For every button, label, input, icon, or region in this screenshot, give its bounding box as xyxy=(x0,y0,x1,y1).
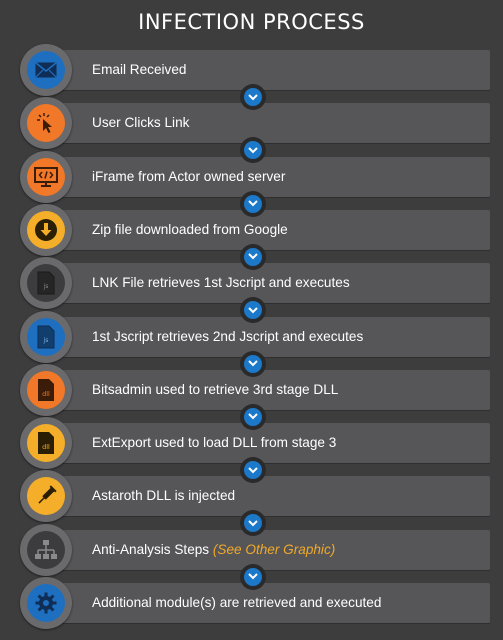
chevron-down-icon xyxy=(240,243,266,270)
step-icon-badge xyxy=(20,470,72,523)
chevron-down-icon xyxy=(240,510,266,537)
step-icon-badge xyxy=(20,577,72,629)
step-icon-badge: js xyxy=(20,310,72,363)
network-hierarchy-icon xyxy=(27,530,65,569)
step-label: 1st Jscript retrieves 2nd Jscript and ex… xyxy=(92,328,364,344)
chevron-down-icon xyxy=(240,190,266,217)
step-bar xyxy=(50,316,490,358)
step-icon-badge: dll xyxy=(20,363,72,416)
step-lnk-file: LNK File retrieves 1st Jscript and execu… xyxy=(0,256,503,310)
cursor-click-icon xyxy=(27,104,65,143)
step-icon-badge xyxy=(20,44,72,96)
chevron-down-icon xyxy=(240,297,266,324)
step-bitsadmin: Bitsadmin used to retrieve 3rd stage DLL… xyxy=(0,363,503,416)
step-bar xyxy=(50,529,490,571)
svg-text:js: js xyxy=(43,337,49,344)
step-label: LNK File retrieves 1st Jscript and execu… xyxy=(92,275,350,291)
step-user-clicks-link: User Clicks Link xyxy=(0,96,503,150)
step-label: Bitsadmin used to retrieve 3rd stage DLL xyxy=(92,381,339,397)
chevron-down-icon xyxy=(240,457,266,484)
js-file-icon: js xyxy=(27,317,65,356)
envelope-icon xyxy=(27,51,65,89)
download-icon xyxy=(27,210,65,249)
step-icon-badge: dll xyxy=(20,417,72,470)
chevron-down-icon xyxy=(240,84,266,110)
step-bar xyxy=(50,476,490,518)
step-label: Anti-Analysis Steps (See Other Graphic) xyxy=(92,530,335,570)
step-label: Zip file downloaded from Google xyxy=(92,221,288,237)
step-icon-badge xyxy=(20,97,72,150)
step-additional-modules: Additional module(s) are retrieved and e… xyxy=(0,576,503,629)
step-extexport: ExtExport used to load DLL from stage 3 … xyxy=(0,416,503,470)
step-bar xyxy=(50,263,490,305)
step-icon-badge xyxy=(20,150,72,203)
step-label: Astaroth DLL is injected xyxy=(92,488,236,504)
step-bar xyxy=(50,156,490,198)
step-label: ExtExport used to load DLL from stage 3 xyxy=(92,435,337,451)
syringe-icon xyxy=(27,477,65,516)
svg-text:js: js xyxy=(43,283,49,290)
step-bar xyxy=(50,209,490,251)
svg-text:dll: dll xyxy=(42,390,50,398)
gear-icon xyxy=(27,584,65,622)
step-label: User Clicks Link xyxy=(92,115,190,131)
step-bar xyxy=(50,369,490,411)
chevron-down-icon xyxy=(240,350,266,377)
chevron-down-icon xyxy=(240,137,266,164)
step-first-jscript: 1st Jscript retrieves 2nd Jscript and ex… xyxy=(0,310,503,363)
step-icon-badge: js xyxy=(20,257,72,310)
monitor-code-icon xyxy=(27,157,65,196)
step-label-text: Anti-Analysis Steps xyxy=(92,541,210,557)
dll-file-icon: dll xyxy=(27,424,65,463)
step-bar xyxy=(50,583,490,624)
chevron-down-icon xyxy=(240,563,266,590)
step-icon-badge xyxy=(20,523,72,576)
step-label: Email Received xyxy=(92,62,187,77)
step-label: iFrame from Actor owned server xyxy=(92,168,286,184)
step-bar xyxy=(50,50,490,91)
svg-text:dll: dll xyxy=(42,443,50,451)
page-title: INFECTION PROCESS xyxy=(138,10,365,34)
step-bar xyxy=(50,423,490,465)
chevron-down-icon xyxy=(240,403,266,430)
step-bar xyxy=(50,103,490,145)
dll-file-icon: dll xyxy=(27,370,65,409)
step-anti-analysis: Anti-Analysis Steps (See Other Graphic) xyxy=(0,523,503,576)
step-label: Additional module(s) are retrieved and e… xyxy=(92,595,382,610)
step-dll-injected: Astaroth DLL is injected xyxy=(0,469,503,523)
step-email-received: Email Received xyxy=(0,43,503,96)
step-zip-download: Zip file downloaded from Google xyxy=(0,203,503,256)
step-icon-badge xyxy=(20,203,72,256)
see-other-graphic-note: (See Other Graphic) xyxy=(212,541,336,557)
js-file-icon: js xyxy=(27,264,65,303)
step-iframe: iFrame from Actor owned server xyxy=(0,150,503,203)
